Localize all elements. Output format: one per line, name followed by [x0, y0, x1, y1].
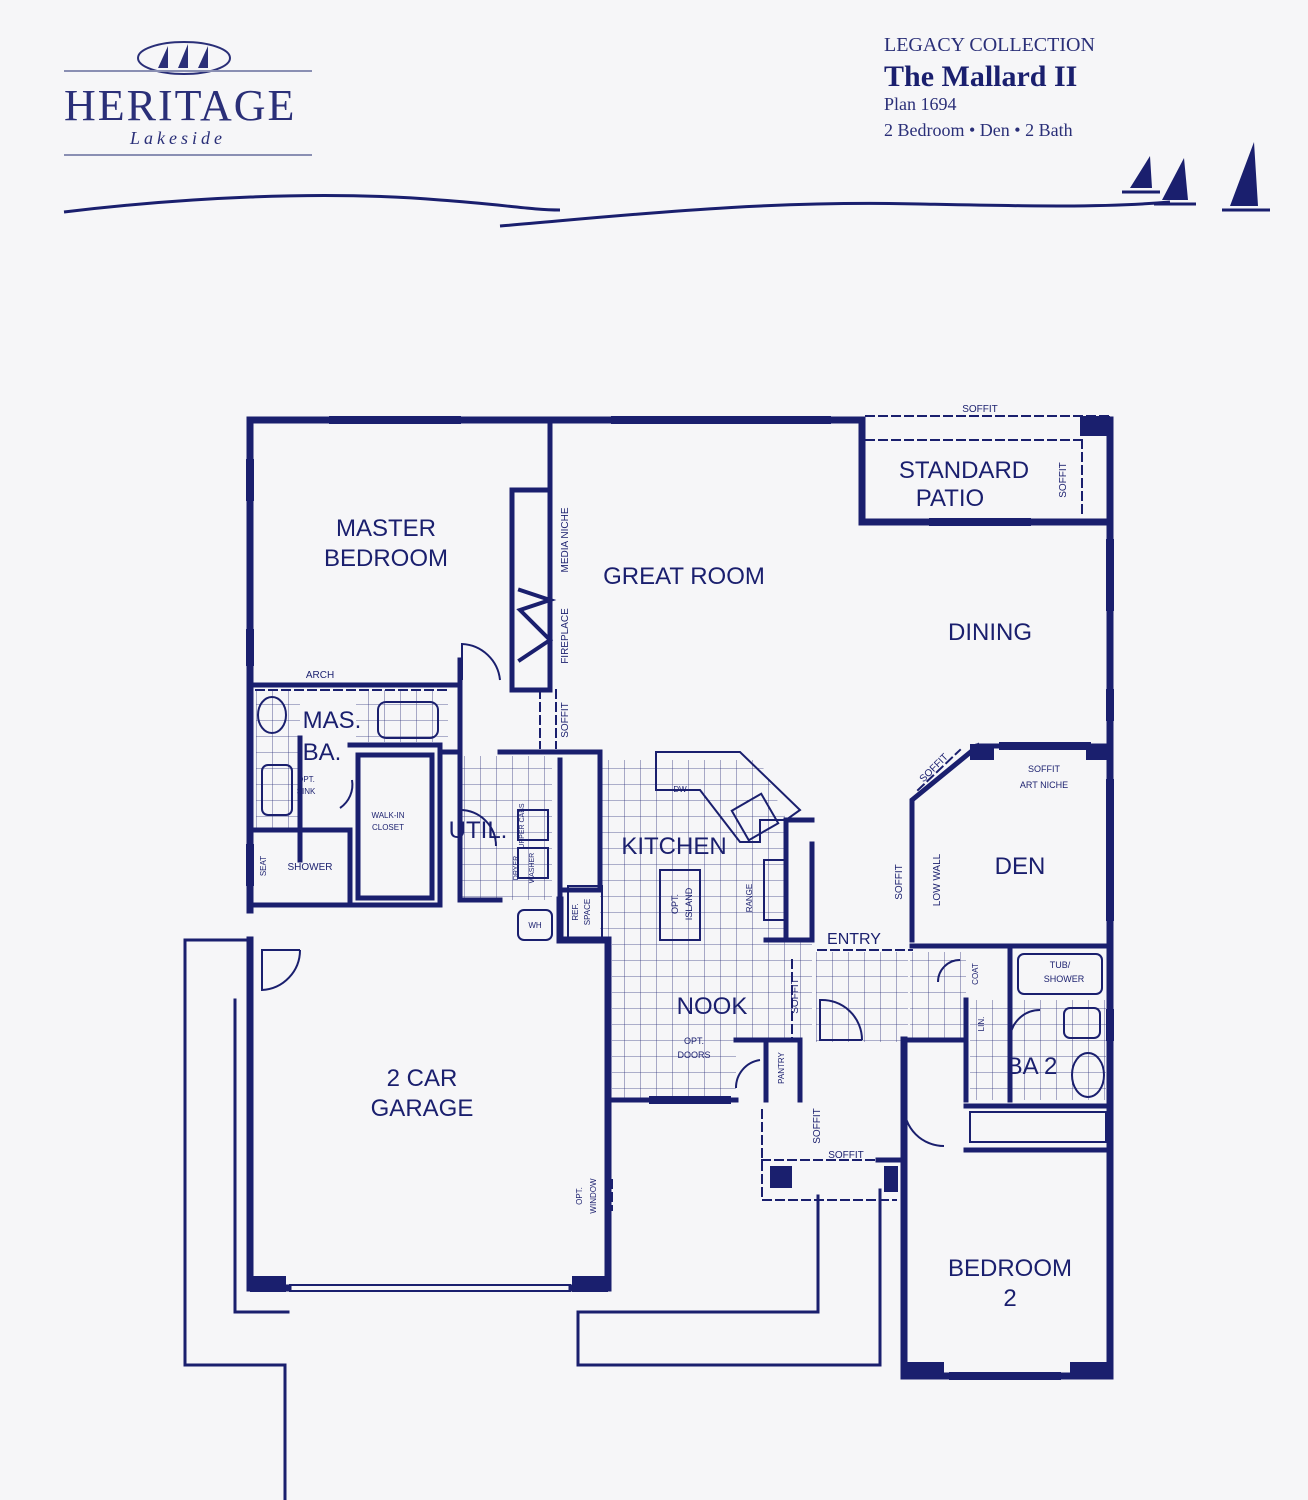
master-bedroom-label-2: BEDROOM	[324, 545, 448, 572]
garage-label: 2 CAR	[387, 1065, 458, 1092]
shower-note: SHOWER	[288, 862, 333, 873]
opt-window-note-2: WINDOW	[589, 1178, 598, 1214]
soffit-nook: SOFFIT	[790, 978, 801, 1014]
mas-ba-label-2: BA.	[303, 739, 342, 766]
collection-name: LEGACY COLLECTION	[884, 34, 1095, 56]
dining-label: DINING	[948, 619, 1032, 646]
interior-walls	[247, 417, 1113, 1379]
wave-lines	[63, 194, 1171, 228]
walk-in-closet-note: WALK-IN	[371, 811, 404, 820]
sailboats-icon	[1122, 142, 1270, 212]
brand-rule-bottom	[64, 154, 312, 156]
tile-floors	[256, 690, 1106, 1100]
dryer-note: DRYER	[513, 856, 520, 880]
nook-label: NOOK	[677, 993, 748, 1020]
master-bedroom-label: MASTER	[336, 515, 436, 542]
media-niche-note: MEDIA NICHE	[560, 507, 571, 572]
plan-number: Plan 1694	[884, 94, 957, 114]
bedroom2-label: BEDROOM	[948, 1255, 1072, 1282]
den-label: DEN	[995, 853, 1046, 880]
heritage-logo-sails-icon	[137, 41, 231, 75]
dw-note: DW	[673, 785, 687, 794]
great-room-label: GREAT ROOM	[603, 563, 765, 590]
posts	[250, 416, 1110, 1378]
tub-shower-note: TUB/	[1050, 960, 1071, 970]
plan-title: The Mallard II	[884, 60, 1078, 93]
standard-patio-label-2: PATIO	[916, 485, 984, 512]
fixtures	[257, 696, 1107, 1143]
soffit-entry: SOFFIT	[894, 864, 905, 900]
walk-in-closet-note-2: CLOSET	[372, 823, 404, 832]
windows	[246, 416, 1114, 1380]
fireplace-note: FIREPLACE	[560, 608, 571, 664]
opt-island-note-2: ISLAND	[684, 887, 694, 920]
plan-specs: 2 Bedroom • Den • 2 Bath	[884, 120, 1073, 140]
tub-shower-note-2: SHOWER	[1044, 974, 1085, 984]
pantry-note: PANTRY	[777, 1051, 786, 1083]
soffit-art-niche-note-2: ART NICHE	[1020, 780, 1068, 790]
soffit-porch-side: SOFFIT	[812, 1108, 823, 1144]
ba2-label: BA 2	[1007, 1053, 1058, 1080]
opt-window-note: OPT.	[575, 1187, 584, 1205]
mas-ba-label: MAS.	[303, 707, 362, 734]
opt-island-note: OPT.	[670, 894, 680, 914]
upper-cabs-note: UPPER CABS	[519, 803, 526, 848]
arch-note: ARCH	[306, 670, 334, 681]
soffit-porch-top: SOFFIT	[828, 1150, 864, 1161]
soffit-patio-top: SOFFIT	[962, 404, 998, 415]
soffit-patio-side: SOFFIT	[1058, 462, 1069, 498]
garage-label-2: GARAGE	[371, 1095, 474, 1122]
opt-doors-note: OPT.	[684, 1036, 704, 1046]
washer-note: WASHER	[529, 853, 536, 883]
bedroom2-label-2: 2	[1003, 1285, 1016, 1312]
seat-note: SEAT	[259, 856, 268, 876]
wh-note: WH	[528, 921, 542, 930]
brand-name: HERITAGE	[64, 81, 297, 130]
soffit-art-niche-note: SOFFIT	[1028, 764, 1060, 774]
ref-space-note-2: SPACE	[583, 899, 592, 926]
brand-subtitle: Lakeside	[130, 128, 226, 148]
range-note: RANGE	[745, 884, 754, 912]
ref-space-note: REF.	[571, 903, 580, 920]
opt-doors-note-2: DOORS	[677, 1050, 710, 1060]
low-wall-note: LOW WALL	[932, 853, 943, 906]
kitchen-label: KITCHEN	[621, 833, 726, 860]
soffit-fireplace: SOFFIT	[560, 702, 571, 738]
opt-sink-note-2: SINK	[297, 787, 316, 796]
standard-patio-label: STANDARD	[899, 457, 1029, 484]
entry-label: ENTRY	[827, 931, 881, 948]
coat-note: COAT	[971, 963, 980, 985]
doors	[261, 642, 1041, 1147]
lin-note: LIN.	[977, 1017, 986, 1032]
util-label: UTIL.	[449, 817, 508, 844]
opt-sink-note: OPT.	[297, 775, 315, 784]
site-lines	[183, 938, 882, 1500]
brand-rule-top	[64, 70, 312, 72]
